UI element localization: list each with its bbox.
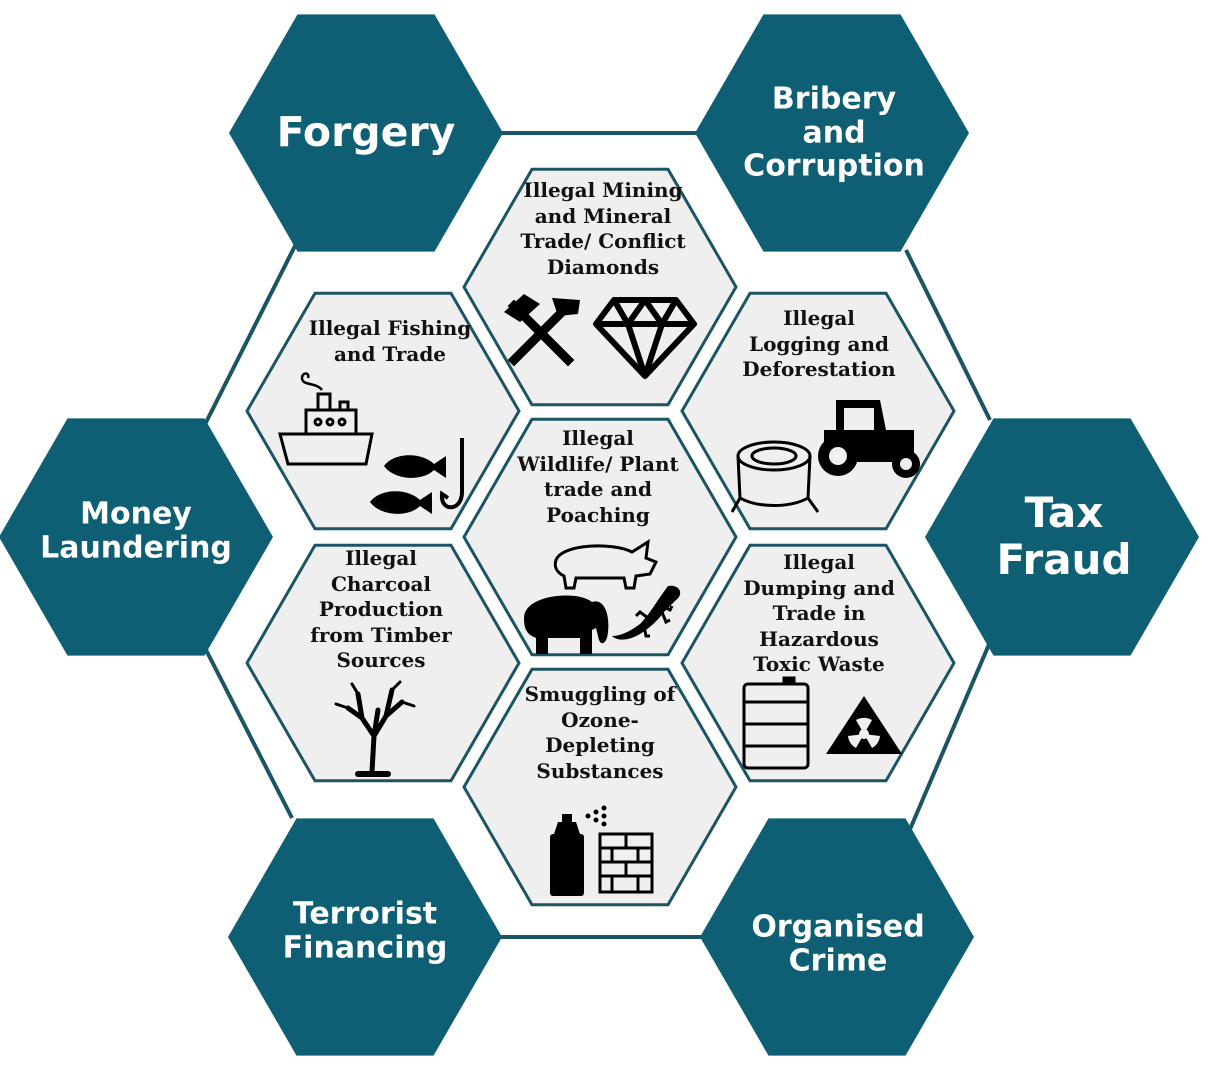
bare-tree-icon [334,680,416,777]
label-line: Poaching [546,502,650,527]
outer-hexagons [0,14,1199,1056]
tractor-icon [818,400,920,478]
inner-hexagon-dumping [680,543,956,783]
radiation-icon [826,696,902,754]
label-line: Ozone- [561,707,639,732]
fish-icon [370,455,446,514]
label-line: Terrorist [292,896,438,932]
rhino-icon [553,539,659,590]
fish-hook-icon [439,438,464,510]
tree-stump-icon [730,440,820,513]
label-line: Illegal Mining [523,178,683,202]
hammer-pick-icon [504,294,580,367]
label-line: Logging and [749,331,889,356]
inner-hexagons [245,167,956,907]
label-line: Corruption [743,148,925,184]
label-line: Tax [1024,487,1104,537]
spray-can-icon [550,805,607,896]
label-line: Illegal Fishing [308,316,472,340]
label-line: Sources [336,648,426,673]
lizard-icon [612,585,681,640]
inner-hexagon-fishing [245,291,521,531]
label-line: Trade in [772,601,866,626]
label-line: Deforestation [742,357,896,382]
label-line: and [802,115,866,151]
label-line: Organised [751,909,925,945]
outer-hexagon-tax [925,418,1199,656]
label-line: Trade/ Conflict [520,229,686,254]
label-line: Laundering [40,530,232,565]
ship-icon [278,372,374,466]
diamond-icon [593,297,697,379]
brick-wall-icon [598,832,654,894]
label-line: Substances [536,758,664,783]
outer-hexagon-forgery [229,14,503,252]
outer-hexagon-bribery [695,14,969,252]
label-line: Diamonds [546,254,660,279]
label-line: Illegal [783,550,855,574]
connector-tax-organised [900,634,995,849]
elephant-icon [524,595,609,654]
barrel-icon [742,676,810,770]
label-line: Production [318,597,444,622]
label-line: Depleting [545,733,655,758]
connector-lines [182,131,995,939]
icons [278,294,920,896]
label-line: Fraud [996,535,1132,584]
label-line: Crime [788,943,888,978]
outer-hexagon-organised [700,818,974,1056]
label-line: Hazardous [759,626,879,651]
label-line: and Trade [333,341,447,366]
label-line: Financing [282,930,448,965]
label-line: Toxic Waste [753,652,885,677]
inner-hexagon-logging [680,291,956,531]
inner-hexagon-ozone [462,667,738,907]
outer-hexagon-terrorist [228,818,502,1056]
label-line: trade and [544,477,652,502]
label-line: and Mineral [534,203,672,228]
label-line: Charcoal [330,571,432,596]
label-line: Dumping and [743,575,895,600]
connector-money-terrorist [202,645,294,819]
label-line: Illegal [345,546,417,570]
label-line: Money [80,496,192,532]
label-line: Bribery [771,81,897,117]
outer-hexagon-money [0,418,273,656]
outer-label-forgery: Forgery [276,108,456,157]
connector-bribery-tax [904,249,992,421]
label-line: Illegal [783,306,855,330]
label-line: Illegal [562,426,634,450]
label-line: Forgery [276,108,456,157]
label-line: Smuggling of [524,682,676,706]
inner-hexagon-charcoal [245,543,521,783]
label-line: Wildlife/ Plant [517,451,679,476]
label-line: from Timber [310,622,452,647]
